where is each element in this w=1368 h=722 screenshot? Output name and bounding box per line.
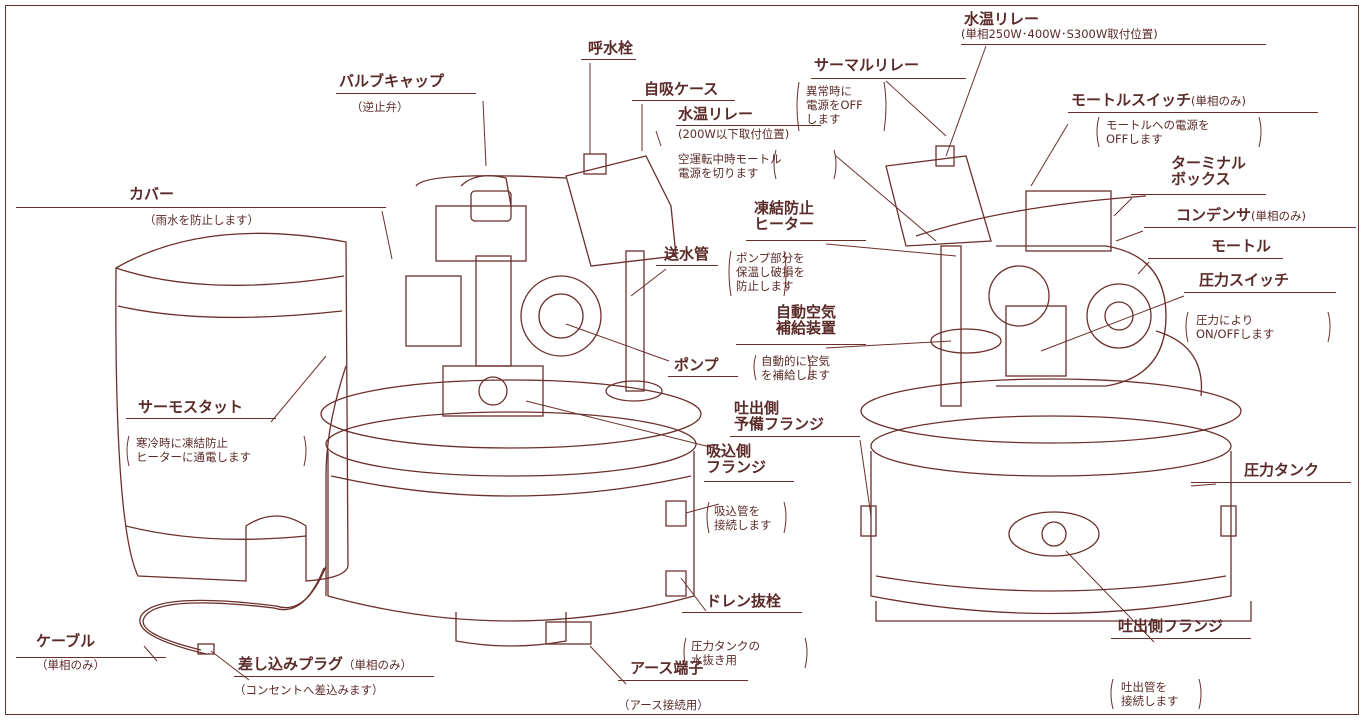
right-motor-drawing: [885, 145, 1203, 407]
self-priming-case-label: 自吸ケース: [644, 80, 719, 98]
spare-flange-label: 吐出側 予備フランジ: [734, 399, 825, 433]
underline: [1148, 258, 1283, 259]
underline: [1191, 482, 1351, 483]
cable-note: （単相のみ）: [36, 658, 105, 672]
underline: [704, 481, 794, 482]
motor-switch-label: モートルスイッチ(単相のみ): [1071, 92, 1246, 109]
plug-sub: （単相のみ）: [343, 658, 413, 672]
left-tank-drawing: [320, 379, 702, 647]
drain-plug-note: 圧力タンクの 水抜き用: [691, 639, 760, 667]
earth-label: アース端子: [630, 659, 704, 677]
cable-drawing: [139, 565, 327, 655]
left-pump-drawing: [325, 153, 687, 645]
earth-note: （アース接続用）: [618, 698, 709, 712]
right-tank-drawing: [860, 378, 1252, 622]
water-temp-relay-right-label: 水温リレー: [964, 10, 1040, 28]
thermal-relay-note: 異常時に 電源をOFF します: [806, 84, 863, 126]
underline: [1184, 292, 1336, 293]
condenser-title: コンデンサ: [1176, 206, 1252, 224]
auto-air-label: 自動空気 補給装置: [776, 303, 837, 337]
motor-switch-sub: (単相のみ): [1191, 94, 1246, 108]
underline: [234, 676, 434, 677]
plug-note: （コンセントへ差込みます）: [234, 683, 384, 697]
water-temp-relay-right-sub: (単相250W･400W･S300W取付位置): [961, 27, 1158, 41]
underline: [682, 612, 802, 613]
suction-flange-note: 吸込管を 接続します: [714, 504, 772, 532]
plug-label: 差し込みプラグ（単相のみ）: [238, 656, 412, 673]
underline: [1111, 638, 1251, 639]
delivery-pipe-label: 送水管: [664, 245, 710, 263]
suction-flange-label: 吸込側 フランジ: [706, 442, 767, 476]
thermostat-label: サーモスタット: [138, 398, 244, 416]
discharge-flange-label: 吐出側フランジ: [1118, 617, 1224, 635]
underline: [668, 376, 738, 377]
auto-air-note: 自動的に空気 を補給します: [761, 354, 830, 382]
pump-illustration: [115, 45, 1331, 710]
underline: [676, 125, 821, 126]
drain-plug-label: ドレン抜栓: [706, 592, 782, 610]
underline: [1131, 194, 1266, 195]
underline: [632, 100, 735, 101]
underline: [618, 680, 748, 681]
discharge-flange-note: 吐出管を 接続します: [1121, 680, 1179, 708]
water-temp-relay-left-note: 空運転中時モートル 電源を切ります: [678, 152, 782, 180]
terminal-box-label: ターミナル ボックス: [1171, 154, 1247, 188]
pressure-switch-note: 圧力により ON/OFFします: [1196, 313, 1275, 341]
pump-label: ポンプ: [674, 356, 719, 374]
diagram-frame: バルブキャップ （逆止弁） 呼水栓 自吸ケース 水温リレー (200W以下取付位…: [5, 5, 1359, 715]
cover-note: （雨水を防止します）: [144, 213, 259, 227]
water-temp-relay-left-label: 水温リレー: [678, 105, 754, 123]
priming-plug-label: 呼水栓: [588, 39, 634, 57]
motor-label: モートル: [1211, 237, 1272, 255]
underline: [1068, 112, 1318, 113]
thermal-relay-label: サーマルリレー: [814, 56, 920, 74]
motor-switch-title: モートルスイッチ: [1071, 91, 1192, 109]
freeze-heater-note: ポンプ部分を 保温し破損を 防止します: [736, 251, 805, 293]
motor-switch-note: モートルへの電源を OFFします: [1106, 118, 1210, 146]
condenser-sub: (単相のみ): [1251, 209, 1306, 223]
condenser-label: コンデンサ(単相のみ): [1176, 207, 1306, 224]
cable-label: ケーブル: [36, 632, 96, 650]
underline: [336, 93, 476, 94]
freeze-heater-label: 凍結防止 ヒーター: [754, 199, 815, 233]
pressure-switch-label: 圧力スイッチ: [1199, 271, 1290, 289]
underline: [16, 657, 166, 658]
underline: [730, 436, 860, 437]
underline: [656, 265, 718, 266]
underline: [961, 44, 1266, 45]
underline: [126, 418, 276, 419]
underline: [811, 78, 966, 79]
underline: [16, 207, 386, 208]
underline: [1144, 227, 1356, 228]
underline: [581, 59, 636, 60]
thermostat-note: 寒冷時に凍結防止 ヒーターに通電します: [136, 436, 251, 464]
water-temp-relay-left-sub: (200W以下取付位置): [678, 127, 790, 141]
pressure-tank-label: 圧力タンク: [1244, 461, 1320, 479]
cover-label: カバー: [129, 185, 175, 203]
underline: [736, 344, 866, 345]
valve-cap-label: バルブキャップ: [339, 72, 445, 90]
plug-title: 差し込みプラグ: [238, 655, 344, 673]
underline: [746, 240, 866, 241]
valve-cap-note: （逆止弁）: [351, 100, 409, 114]
cover-drawing: [115, 232, 349, 582]
